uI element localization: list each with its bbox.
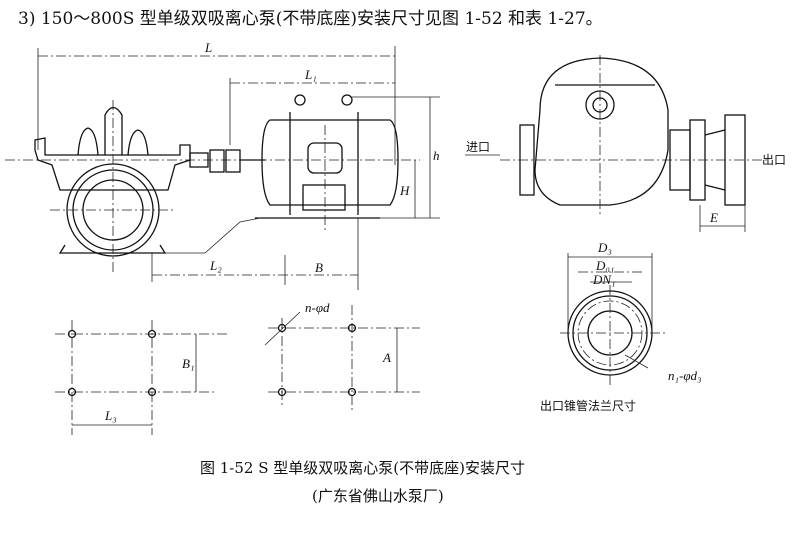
dim-A: A (382, 350, 391, 365)
dim-DN1: DN₁ (592, 272, 616, 287)
figure-caption: 图 1-52 S 型单级双吸离心泵(不带底座)安装尺寸 (200, 459, 525, 477)
figure-source: (广东省佛山水泵厂) (312, 487, 444, 505)
front-view: L L₁ (5, 40, 440, 290)
flange-view: D₃ D₀₁ DN₁ n₁-φd₃ 出口锥管法兰尺寸 (540, 240, 702, 413)
dim-L: L (204, 40, 212, 55)
side-view: 进口 出口 E (465, 55, 786, 232)
dim-n-phi-d: n-φd (305, 300, 330, 315)
dim-L1: L₁ (304, 67, 317, 82)
dim-L3: L₃ (104, 408, 117, 423)
motor-bolt-grid: n-φd A (264, 300, 420, 410)
dim-E: E (709, 210, 718, 225)
pump-bolt-grid: B₁ L₃ (55, 320, 230, 435)
section-heading: 3) 150～800S 型单级双吸离心泵(不带底座)安装尺寸见图 1-52 和表… (18, 9, 603, 29)
dim-h: h (433, 148, 440, 163)
dim-B1: B₁ (182, 356, 194, 371)
flange-caption: 出口锥管法兰尺寸 (540, 398, 636, 413)
dim-D3: D₃ (597, 240, 612, 255)
inlet-label: 进口 (466, 140, 490, 154)
dim-n1-phi-d3: n₁-φd₃ (668, 368, 702, 383)
dim-B: B (315, 260, 323, 275)
dim-H: H (399, 183, 410, 198)
dim-L2: L₂ (209, 258, 222, 273)
dim-D01: D₀₁ (595, 258, 614, 273)
outlet-label: 出口 (762, 153, 786, 167)
